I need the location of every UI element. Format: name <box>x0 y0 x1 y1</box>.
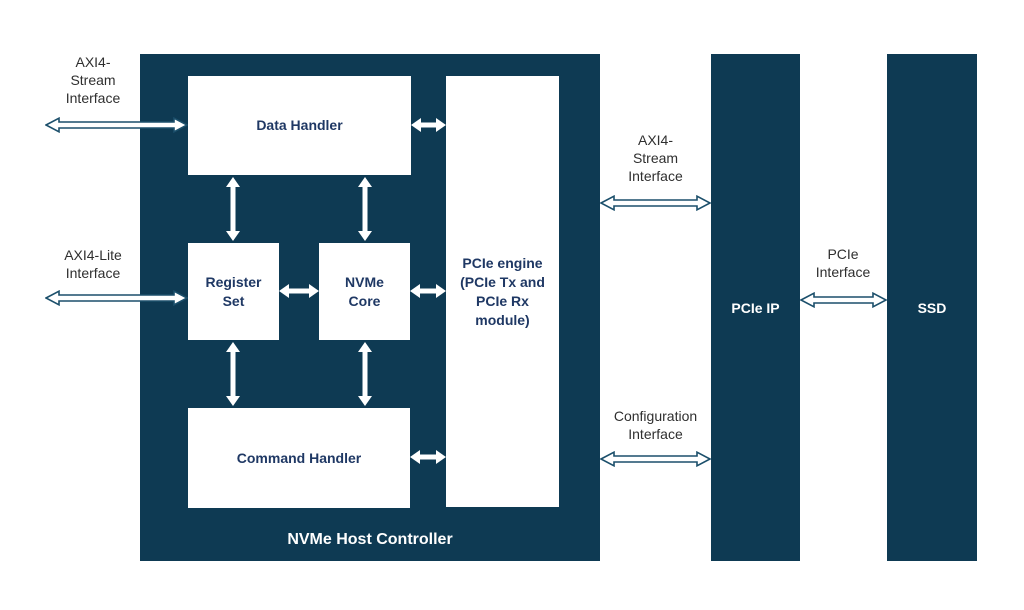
data-handler-nvme-core-arrow <box>358 177 372 241</box>
command-handler-block: Command Handler <box>188 408 410 508</box>
register-set-block: Register Set <box>188 243 279 340</box>
pcie-interface-label: PCIe Interface <box>815 246 871 280</box>
register-set-command-handler-arrow <box>226 342 240 406</box>
axi4-stream-left-label: AXI4- Stream Interface <box>65 54 121 106</box>
pcie-engine-label: PCIe engine (PCIe Tx and PCIe Rx module) <box>460 254 545 328</box>
register-set-label: Register Set <box>205 273 262 309</box>
configuration-arrow <box>600 451 711 467</box>
data-handler-pcie-engine-arrow <box>411 118 446 132</box>
data-handler-block: Data Handler <box>188 76 411 175</box>
register-set-nvme-core-arrow <box>279 284 319 298</box>
pcie-ip-box: PCIe IP <box>711 54 800 561</box>
command-handler-label: Command Handler <box>236 449 362 466</box>
pcie-ip-label: PCIe IP <box>731 299 780 316</box>
ssd-box: SSD <box>887 54 977 561</box>
axi4-stream-mid-arrow <box>600 195 711 211</box>
pcie-engine-block: PCIe engine (PCIe Tx and PCIe Rx module) <box>446 76 559 507</box>
axi4-lite-arrow <box>45 290 188 306</box>
nvme-core-label: NVMe Core <box>345 273 384 309</box>
axi4-stream-mid-label: AXI4- Stream Interface <box>628 132 683 184</box>
nvme-core-command-handler-arrow <box>358 342 372 406</box>
nvme-core-block: NVMe Core <box>319 243 410 340</box>
axi4-lite-label: AXI4-Lite Interface <box>64 247 122 281</box>
command-handler-pcie-engine-arrow <box>410 450 446 464</box>
pcie-interface-arrow <box>800 292 887 308</box>
data-handler-label: Data Handler <box>256 117 343 133</box>
axi4-stream-left-arrow <box>45 117 188 133</box>
nvme-host-controller-title: NVMe Host Controller <box>287 531 453 548</box>
data-handler-register-set-arrow <box>226 177 240 241</box>
ssd-label: SSD <box>917 299 947 316</box>
configuration-label: Configuration Interface <box>613 408 698 442</box>
nvme-core-pcie-engine-arrow <box>410 284 446 298</box>
